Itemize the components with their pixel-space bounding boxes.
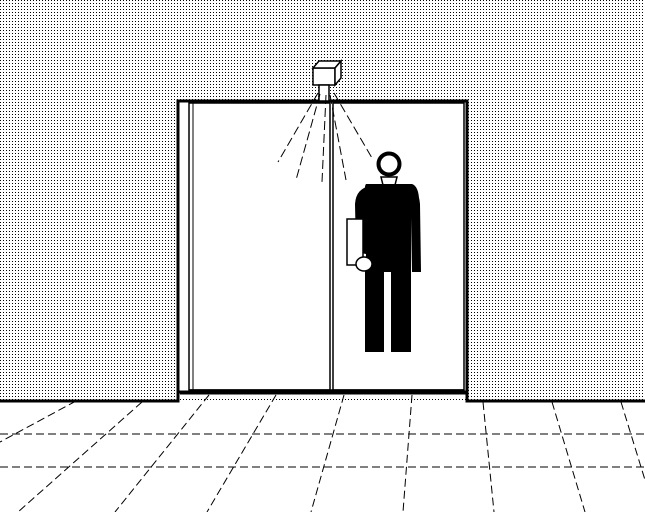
door-threshold	[180, 389, 466, 395]
dashed-perspective-floor	[0, 394, 645, 512]
wall-base-line	[0, 390, 645, 403]
sensor-detection-rays	[277, 92, 373, 183]
floor-area	[0, 400, 645, 512]
man-in-suit-with-folder-icon	[346, 151, 421, 352]
left-door-panel	[188, 102, 331, 391]
motion-sensor-box	[311, 58, 343, 102]
